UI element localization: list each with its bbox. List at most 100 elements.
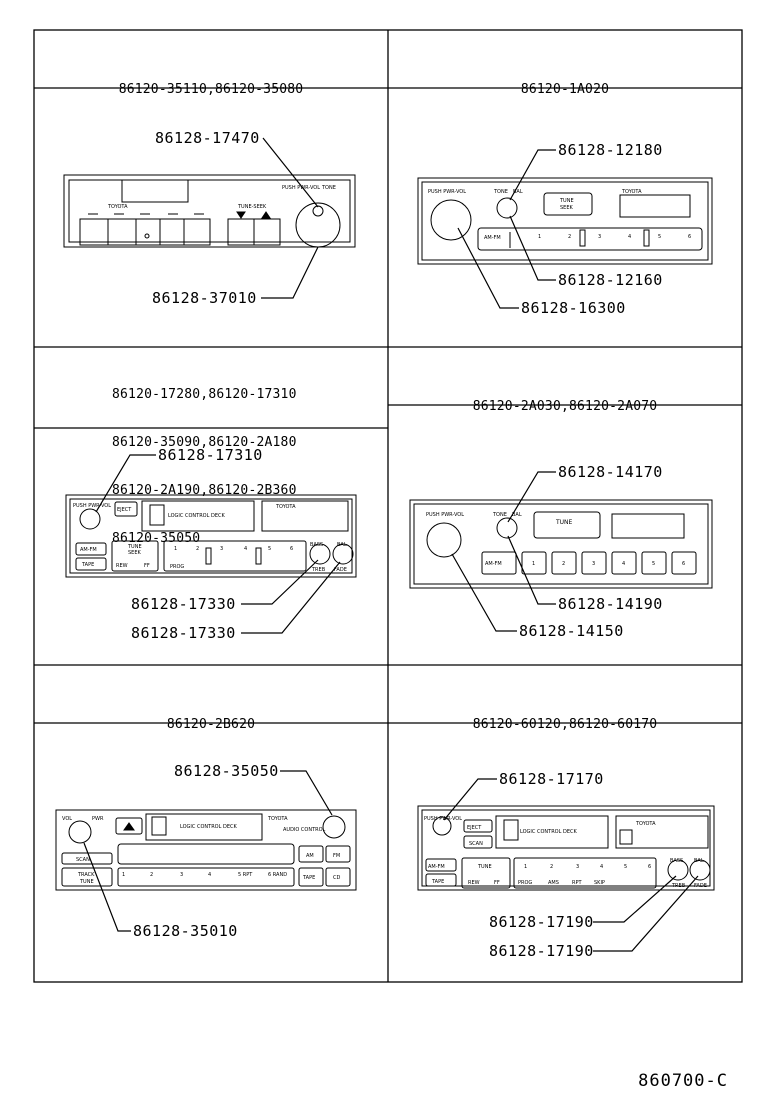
svg-text:1: 1 <box>532 561 535 567</box>
svg-text:AM-FM: AM-FM <box>428 864 445 870</box>
svg-text:3: 3 <box>598 234 601 240</box>
svg-text:5: 5 <box>268 546 271 552</box>
radio-5-drawing <box>55 809 357 891</box>
part-number-line: 86120-35090,86120-2A180 <box>112 435 297 450</box>
svg-text:AM: AM <box>306 853 314 859</box>
svg-text:TAPE: TAPE <box>81 562 94 568</box>
svg-text:EJECT: EJECT <box>467 825 482 831</box>
callout-86128-16300: 86128-16300 <box>521 299 626 317</box>
radio-1-leaders <box>261 137 319 299</box>
svg-text:TONE: TONE <box>492 512 507 518</box>
svg-text:PWR: PWR <box>92 816 104 822</box>
svg-text:TOYOTA: TOYOTA <box>107 204 128 210</box>
callout-86128-35010: 86128-35010 <box>133 922 238 940</box>
svg-text:TUNE: TUNE <box>477 864 492 870</box>
svg-text:TUNE: TUNE <box>79 879 94 885</box>
svg-text:AM-FM: AM-FM <box>80 547 97 553</box>
svg-text:3: 3 <box>576 864 579 870</box>
radio-4-leaders <box>451 471 556 632</box>
svg-text:6: 6 <box>682 561 685 567</box>
svg-text:RPT: RPT <box>572 880 582 886</box>
svg-text:PUSH PWR-VOL: PUSH PWR-VOL <box>282 185 320 191</box>
callout-86128-14150: 86128-14150 <box>519 622 624 640</box>
svg-text:TUNE: TUNE <box>555 519 573 526</box>
svg-text:TONE: TONE <box>493 189 508 195</box>
svg-text:6: 6 <box>688 234 691 240</box>
svg-text:FF: FF <box>144 563 150 569</box>
svg-text:PUSH PWR-VOL: PUSH PWR-VOL <box>426 512 464 518</box>
part-number-line: 86120-35110,86120-35080 <box>118 82 304 97</box>
svg-text:LOGIC CONTROL DECK: LOGIC CONTROL DECK <box>168 513 225 519</box>
svg-text:6 RAND: 6 RAND <box>268 872 287 878</box>
part-number-line: 86120-1A020 <box>520 82 610 97</box>
panel-3-header: 86120-17280,86120-17310 86120-35090,8612… <box>112 355 297 563</box>
svg-text:TAPE: TAPE <box>302 875 315 881</box>
part-number-line: 86120-2B620 <box>166 717 256 732</box>
radio-5-labels: VOL PWR LOGIC CONTROL DECK TOYOTA AUDIO … <box>62 816 340 885</box>
panel-1-header: 86120-35110,86120-35080 <box>34 52 388 112</box>
part-number-line: 86120-2A030,86120-2A070 <box>472 399 658 414</box>
radio-2-leaders <box>457 149 556 309</box>
svg-text:5 RPT: 5 RPT <box>238 872 253 878</box>
svg-text:TRACK: TRACK <box>77 872 95 878</box>
svg-text:5: 5 <box>652 561 655 567</box>
svg-text:5: 5 <box>624 864 627 870</box>
svg-text:PROG: PROG <box>170 564 184 570</box>
callout-86128-12160: 86128-12160 <box>558 271 663 289</box>
svg-text:1: 1 <box>538 234 541 240</box>
svg-text:TUNE: TUNE <box>127 544 142 550</box>
svg-text:VOL: VOL <box>62 816 72 822</box>
svg-text:2: 2 <box>196 546 199 552</box>
svg-text:TOYOTA: TOYOTA <box>621 189 642 195</box>
radio-3-drawing <box>65 494 357 578</box>
radio-6-drawing <box>417 805 715 891</box>
svg-text:5: 5 <box>658 234 661 240</box>
svg-text:SEEK: SEEK <box>560 205 573 211</box>
svg-text:FADE: FADE <box>694 883 707 889</box>
drawing-number: 860700-C <box>638 1071 728 1091</box>
svg-text:PUSH PWR-VOL: PUSH PWR-VOL <box>424 816 462 822</box>
svg-text:1: 1 <box>122 872 125 878</box>
callout-86128-12180: 86128-12180 <box>558 141 663 159</box>
svg-text:EJECT: EJECT <box>117 507 132 513</box>
svg-text:FM: FM <box>333 853 340 859</box>
table-grid <box>33 29 743 983</box>
callout-86128-17190-a: 86128-17190 <box>489 913 594 931</box>
callout-86128-17310: 86128-17310 <box>158 446 263 464</box>
radio-2-drawing <box>417 177 713 265</box>
svg-text:BAL: BAL <box>512 512 522 518</box>
callout-86128-17330-a: 86128-17330 <box>131 595 236 613</box>
svg-text:TOYOTA: TOYOTA <box>267 816 288 822</box>
svg-text:SCAN: SCAN <box>76 857 90 863</box>
panel-6-header: 86120-60120,86120-60170 <box>388 687 742 747</box>
svg-text:SEEK: SEEK <box>128 550 141 556</box>
svg-text:AMS: AMS <box>548 880 559 886</box>
callout-86128-17190-b: 86128-17190 <box>489 942 594 960</box>
svg-text:AUDIO CONTROL: AUDIO CONTROL <box>283 827 326 833</box>
callout-86128-17170: 86128-17170 <box>499 770 604 788</box>
svg-text:REW: REW <box>468 880 480 886</box>
radio-4-labels: PUSH PWR-VOL TONE BAL TUNE AM-FM 1 2 3 4… <box>426 512 685 567</box>
radio-1-drawing <box>63 174 356 248</box>
svg-text:3: 3 <box>180 872 183 878</box>
svg-text:AM-FM: AM-FM <box>485 561 502 567</box>
svg-text:1: 1 <box>174 546 177 552</box>
radio-2-labels: PUSH PWR-VOL TONE BAL TUNE SEEK TOYOTA A… <box>428 189 691 241</box>
svg-text:BASS: BASS <box>670 858 683 864</box>
svg-text:TREB: TREB <box>311 567 326 573</box>
part-number-line: 86120-17280,86120-17310 <box>112 387 297 402</box>
svg-text:LOGIC CONTROL DECK: LOGIC CONTROL DECK <box>180 824 237 830</box>
part-number-line: 86120-2A190,86120-2B360 <box>112 483 297 498</box>
svg-text:CD: CD <box>333 875 340 881</box>
svg-text:BAL: BAL <box>694 858 704 864</box>
radio-6-leaders <box>443 778 699 952</box>
callout-86128-14170: 86128-14170 <box>558 463 663 481</box>
svg-text:3: 3 <box>592 561 595 567</box>
svg-text:TOYOTA: TOYOTA <box>275 504 296 510</box>
svg-text:PUSH PWR-VOL: PUSH PWR-VOL <box>428 189 466 195</box>
svg-text:BAL: BAL <box>337 542 347 548</box>
callout-86128-17470: 86128-17470 <box>155 129 260 147</box>
svg-text:TAPE: TAPE <box>431 879 444 885</box>
panel-5-header: 86120-2B620 <box>34 687 388 747</box>
